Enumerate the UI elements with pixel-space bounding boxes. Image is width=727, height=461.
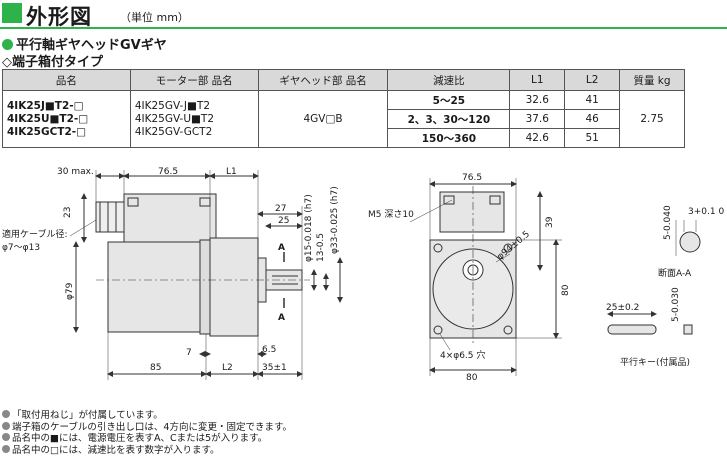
motor-name: 4IK25GV-U■T2 <box>134 112 215 125</box>
l2-cell: 46 <box>564 109 621 129</box>
m5-label: M5 深さ10 <box>368 209 414 220</box>
key-label: 平行キー(付属品) <box>620 356 690 368</box>
ratio-cell: 5～25 <box>387 90 511 110</box>
holes-label: 4×φ6.5 穴 <box>440 349 485 361</box>
page-title: 外形図 <box>26 5 92 29</box>
gearhead-name-cell: 4GV□B <box>257 90 389 148</box>
motor-name: 4IK25GV-J■T2 <box>134 99 211 112</box>
type-heading: ◇端子箱付タイプ <box>2 55 103 70</box>
cable-range: φ7～φ13 <box>2 243 40 253</box>
col-header: L1 <box>509 69 566 91</box>
terminal-screw <box>127 197 139 207</box>
dim-76-5: 76.5 <box>158 167 178 177</box>
cable-gland <box>95 201 125 233</box>
title-marker <box>2 3 22 23</box>
ratio-cell: 2、3、30～120 <box>387 109 511 129</box>
dim-l2: L2 <box>222 363 233 373</box>
section-dim-5: 5-0.040 <box>663 205 673 240</box>
spec-table: 品名 モーター部 品名 ギヤヘッド部 品名 減速比 L1 L2 質量 kg 4I… <box>2 69 685 148</box>
dim-85: 85 <box>150 363 161 373</box>
front-dim-80-v: 80 <box>561 284 571 296</box>
mount-hole <box>503 243 513 253</box>
dim-phi33: φ33-0.025 (h7) <box>330 186 340 254</box>
dim-phi15: φ15-0.018 (h7) <box>304 194 314 262</box>
product-name: 4IK25U■T2-□ <box>7 112 89 125</box>
col-header: モーター部 品名 <box>129 69 259 91</box>
series-heading: 平行軸ギヤヘッドGVギヤ <box>2 34 167 53</box>
cable-label: 適用ケーブル径: <box>2 228 68 240</box>
product-names-cell: 4IK25J■T2-□ 4IK25U■T2-□ 4IK25GCT2-□ <box>2 90 131 148</box>
mass-cell: 2.75 <box>619 90 685 148</box>
table-row: 4IK25J■T2-□ 4IK25U■T2-□ 4IK25GCT2-□ 4IK2… <box>2 90 685 148</box>
section-label: 断面A-A <box>658 267 692 279</box>
note-item: 「取付用ねじ」が付属しています。 <box>2 410 292 422</box>
dim-35: 35±1 <box>262 363 287 373</box>
table-row: 2、3、30～120 37.6 46 <box>3 109 685 129</box>
product-name: 4IK25GCT2-□ <box>7 125 87 138</box>
bullet-icon <box>2 433 10 441</box>
key-dim-5: 5-0.030 <box>671 287 681 322</box>
col-header: 減速比 <box>387 69 511 91</box>
front-dim-76-5: 76.5 <box>462 173 482 183</box>
ratio-cell: 150～360 <box>387 128 511 148</box>
l2-cell: 41 <box>564 90 621 110</box>
l1-cell: 42.6 <box>509 128 566 148</box>
bullet-icon <box>2 410 10 418</box>
l2-cell: 51 <box>564 128 621 148</box>
title-rule <box>0 27 727 29</box>
dim-phi79: φ79 <box>65 282 75 300</box>
mount-hole <box>503 325 513 335</box>
series-heading-text: 平行軸ギヤヘッドGVギヤ <box>16 38 167 53</box>
note-item: 品名中の■には、電源電圧を表すA、Cまたは5が入ります。 <box>2 433 292 445</box>
note-item: 品名中の□には、減速比を表す数字が入ります。 <box>2 444 292 457</box>
terminal-box-front <box>439 191 505 233</box>
terminal-box <box>123 193 217 243</box>
section-a-bottom: A <box>278 313 285 323</box>
key-dim-25: 25±0.2 <box>606 303 639 313</box>
col-header: 質量 kg <box>619 69 685 91</box>
bullet-icon <box>2 444 10 453</box>
l1-cell: 32.6 <box>509 90 566 110</box>
dim-27: 27 <box>275 204 286 214</box>
mount-hole <box>433 325 443 335</box>
section-a-top: A <box>278 243 285 253</box>
gearhead-body <box>209 237 259 337</box>
motor-name: 4IK25GV-GCT2 <box>134 125 213 138</box>
mount-hole <box>433 243 443 253</box>
parallel-key <box>607 324 657 335</box>
note-item: 端子箱のケーブルの引き出し口は、4方向に変更・固定できます。 <box>2 421 292 434</box>
unit-label: （単位 mm） <box>120 11 189 24</box>
key-view <box>607 311 693 335</box>
table-row: 150～360 42.6 51 <box>3 128 685 148</box>
l1-cell: 37.6 <box>509 109 566 129</box>
side-view <box>69 170 343 380</box>
col-header: ギヤヘッド部 品名 <box>257 69 389 91</box>
motor-body <box>107 241 207 333</box>
dim-25: 25 <box>278 216 289 226</box>
dim-23: 23 <box>63 207 73 218</box>
dim-l1: L1 <box>226 167 237 177</box>
table-header-row: 品名 モーター部 品名 ギヤヘッド部 品名 減速比 L1 L2 質量 kg <box>2 69 685 91</box>
front-dim-39: 39 <box>545 216 555 228</box>
section-view <box>675 220 701 256</box>
section-key-tol: 3+0.1 0 <box>688 207 724 217</box>
dim-6-5: 6.5 <box>262 345 276 355</box>
dim-30max: 30 max. <box>57 167 94 177</box>
bullet-icon <box>2 421 10 430</box>
front-view <box>409 178 562 376</box>
dim-7: 7 <box>186 348 192 358</box>
motor-names-cell: 4IK25GV-J■T2 4IK25GV-U■T2 4IK25GV-GCT2 <box>129 90 259 148</box>
notes: 「取付用ねじ」が付属しています。 端子箱のケーブルの引き出し口は、4方向に変更・… <box>2 410 292 456</box>
product-name: 4IK25J■T2-□ <box>7 99 84 112</box>
green-dot-icon <box>2 39 13 50</box>
front-dim-80-h: 80 <box>466 373 478 383</box>
col-header: 品名 <box>2 69 131 91</box>
dimension-drawing: 30 max. 76.5 L1 23 適用ケーブル径: φ7～φ13 φ79 2… <box>2 167 724 383</box>
col-header: L2 <box>564 69 621 91</box>
dim-13: 13-0.5 <box>316 233 326 262</box>
